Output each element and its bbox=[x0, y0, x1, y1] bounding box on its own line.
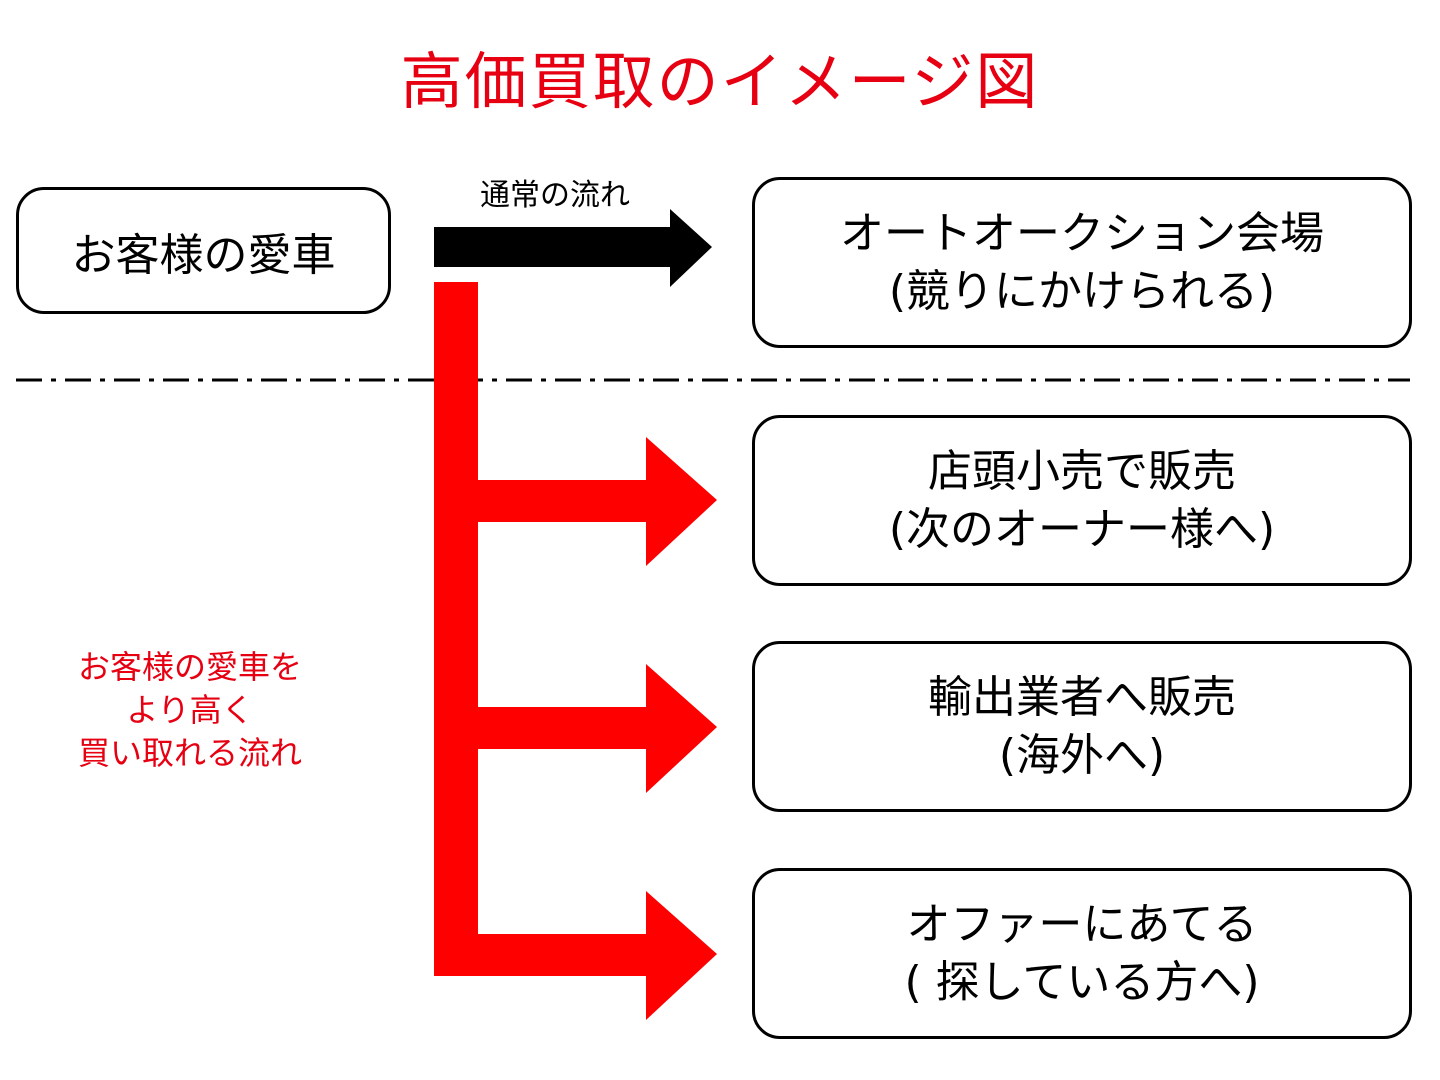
destination-box-offer: オファーにあてる ( 探している方へ) bbox=[752, 868, 1412, 1039]
normal-flow-arrow bbox=[434, 209, 712, 287]
high-price-flow bbox=[434, 282, 717, 1020]
destination-line1: 店頭小売で販売 bbox=[928, 445, 1236, 497]
diagram-title: 高価買取のイメージ図 bbox=[400, 45, 1040, 118]
destination-line1: オートオークション会場 bbox=[840, 207, 1324, 259]
destination-box-export: 輸出業者へ販売 (海外へ) bbox=[752, 641, 1412, 812]
destination-line2: (海外へ) bbox=[998, 729, 1166, 781]
destination-line2: (競りにかけられる) bbox=[888, 265, 1276, 317]
source-box: お客様の愛車 bbox=[16, 187, 391, 314]
high-price-arrow-1 bbox=[434, 437, 717, 566]
destination-box-retail: 店頭小売で販売 (次のオーナー様へ) bbox=[752, 415, 1412, 586]
side-label-line: お客様の愛車を bbox=[77, 648, 302, 686]
destination-line2: ( 探している方へ) bbox=[904, 956, 1260, 1008]
high-price-flow-label: お客様の愛車を より高く 買い取れる流れ bbox=[40, 646, 340, 775]
destination-line1: オファーにあてる bbox=[906, 898, 1258, 950]
destination-line2: (次のオーナー様へ) bbox=[888, 503, 1276, 555]
source-box-label: お客様の愛車 bbox=[71, 229, 336, 281]
destination-line1: 輸出業者へ販売 bbox=[928, 671, 1236, 723]
side-label-line: より高く bbox=[126, 691, 254, 729]
destination-box-auction: オートオークション会場 (競りにかけられる) bbox=[752, 177, 1412, 348]
high-price-arrow-2 bbox=[434, 664, 717, 793]
normal-flow-label: 通常の流れ bbox=[480, 178, 630, 213]
high-price-trunk bbox=[434, 282, 478, 976]
high-price-arrow-3 bbox=[434, 891, 717, 1020]
side-label-line: 買い取れる流れ bbox=[77, 734, 302, 772]
